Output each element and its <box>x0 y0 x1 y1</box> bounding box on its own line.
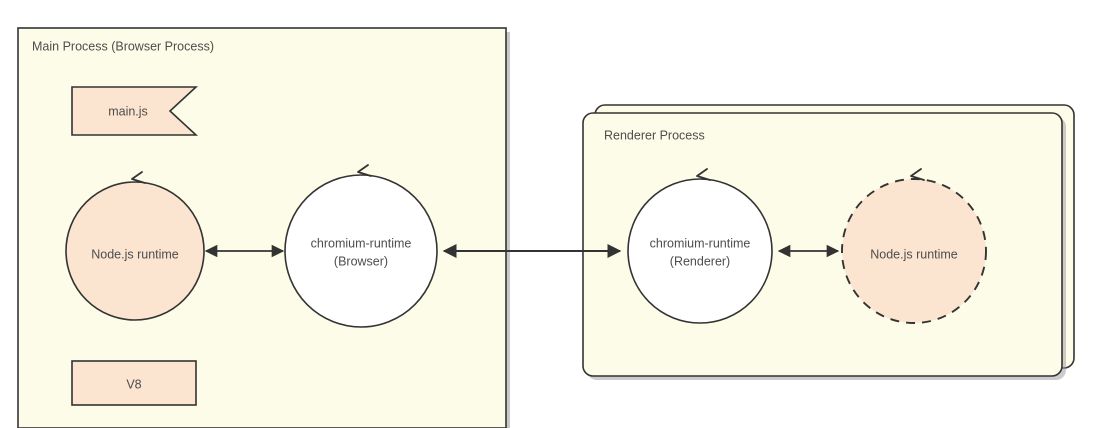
chromium-runtime-browser-circle <box>284 174 438 328</box>
node-node-runtime-main[interactable]: Node.js runtime <box>65 171 205 321</box>
node-runtime-main-loop-arrowhead-icon <box>131 171 146 184</box>
node-runtime-renderer-label: Node.js runtime <box>870 247 958 261</box>
node-v8[interactable]: V8 <box>71 360 197 406</box>
chromium-runtime-browser-label-line1: chromium-runtime <box>311 236 412 250</box>
chromium-runtime-renderer-label-line2: (Renderer) <box>670 254 730 268</box>
renderer-process-title: Renderer Process <box>604 128 705 142</box>
node-runtime-main-label: Node.js runtime <box>91 247 179 261</box>
main-process-title: Main Process (Browser Process) <box>32 39 214 53</box>
chromium-runtime-renderer-circle <box>627 178 773 324</box>
node-runtime-renderer-circle <box>841 178 987 324</box>
main-js-label: main.js <box>108 104 148 118</box>
v8-label: V8 <box>126 377 141 391</box>
node-main-js[interactable]: main.js <box>71 86 199 136</box>
node-chromium-runtime-renderer[interactable]: chromium-runtime (Renderer) <box>627 168 773 324</box>
node-node-runtime-renderer[interactable]: Node.js runtime <box>841 168 987 324</box>
node-runtime-main-circle <box>65 181 205 321</box>
v8-box <box>71 360 197 406</box>
main-js-tape-shape <box>71 86 199 136</box>
chromium-runtime-renderer-loop-arrowhead-icon <box>696 168 711 181</box>
chromium-runtime-browser-label-line2: (Browser) <box>334 254 388 268</box>
chromium-runtime-browser-loop-arrowhead-icon <box>357 164 372 177</box>
node-chromium-runtime-browser[interactable]: chromium-runtime (Browser) <box>284 164 438 328</box>
node-runtime-renderer-loop-arrowhead-icon <box>910 168 925 181</box>
chromium-runtime-renderer-label-line1: chromium-runtime <box>650 236 751 250</box>
